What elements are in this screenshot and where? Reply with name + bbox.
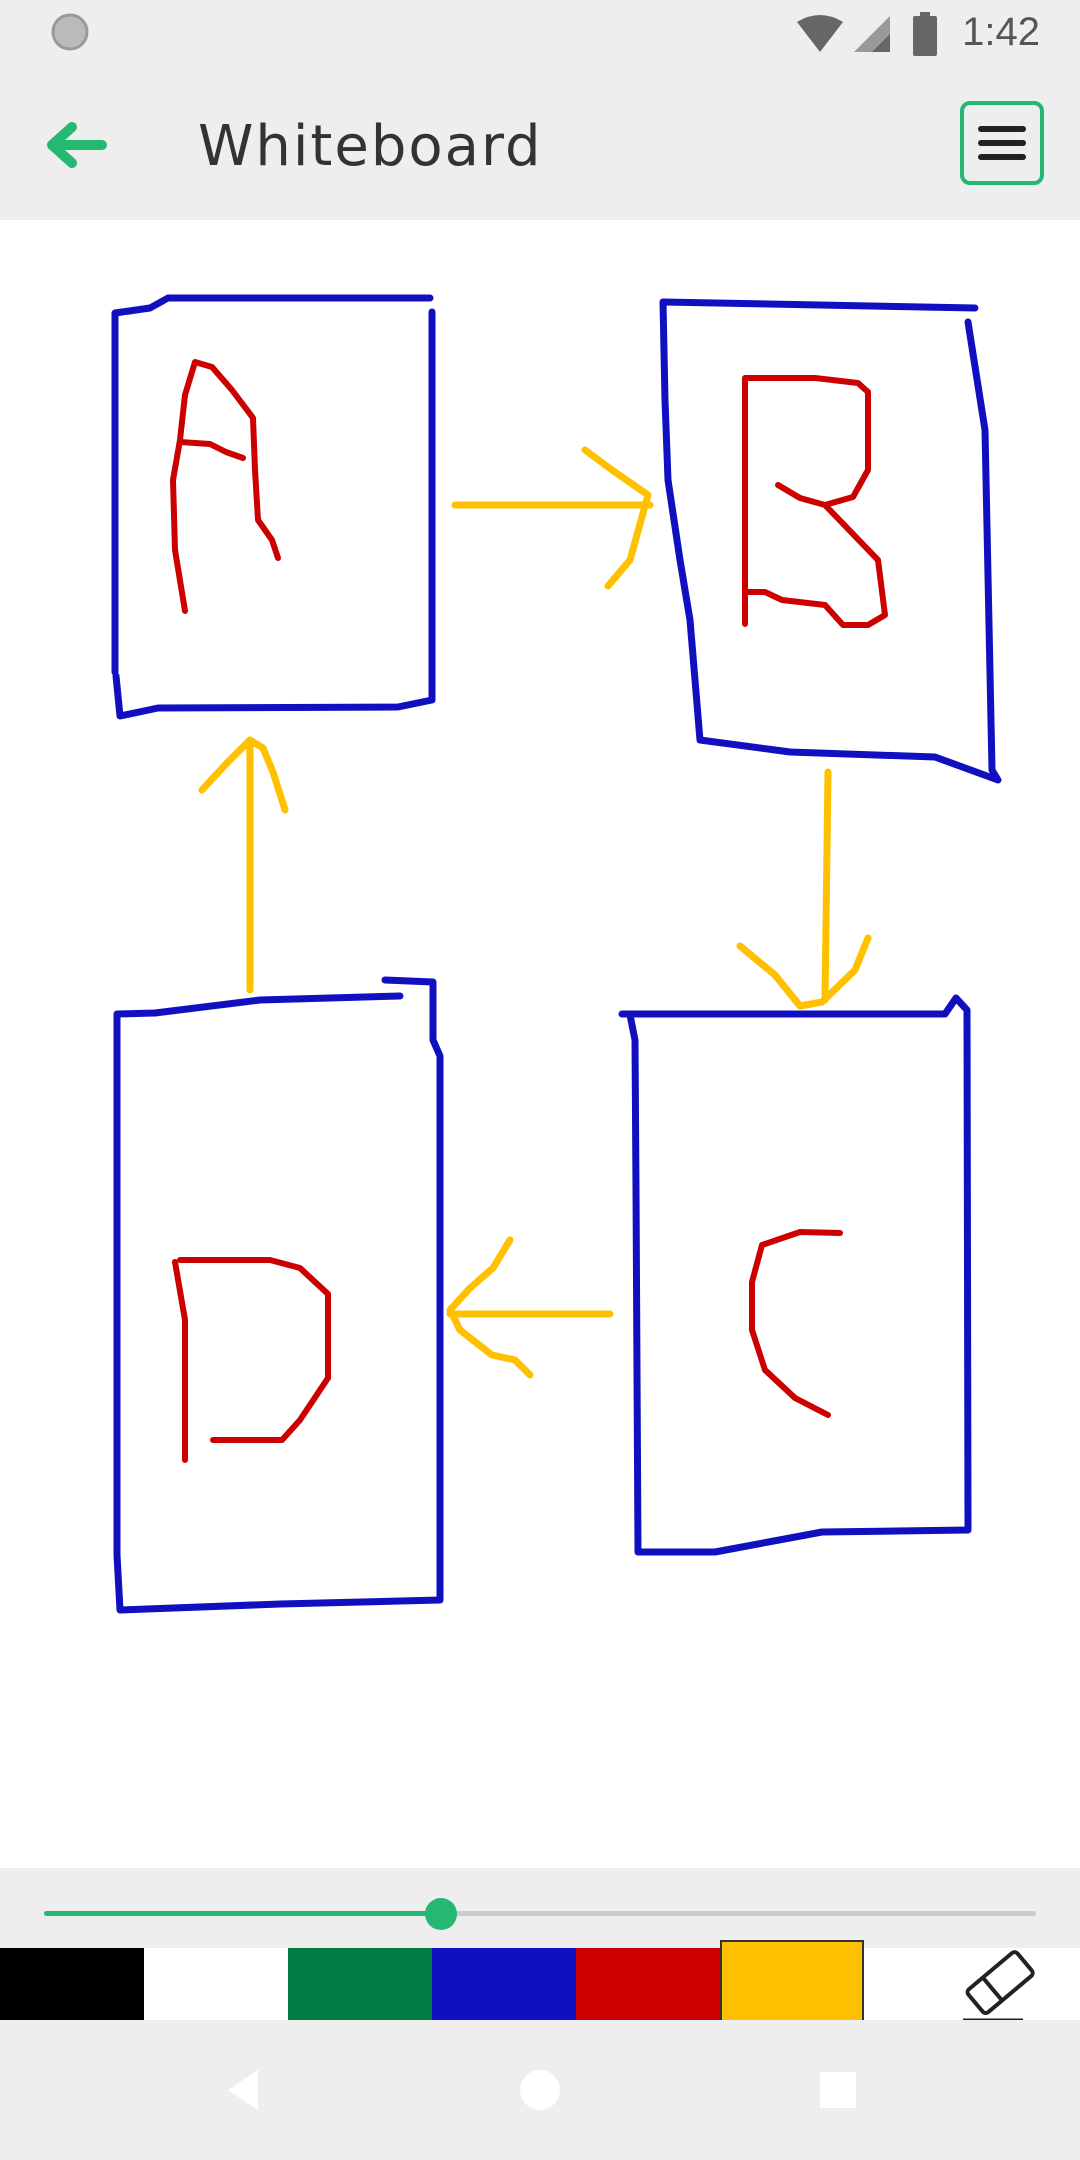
drawing-canvas[interactable]: [0, 220, 1080, 1868]
arrow-b-to-c: [736, 768, 872, 1010]
letter-b-middle: [775, 482, 828, 508]
back-arrow-icon[interactable]: [40, 115, 110, 175]
brush-size-slider[interactable]: [44, 1898, 1036, 1930]
swatch-yellow[interactable]: [720, 1940, 864, 2028]
letter-a-stroke: [170, 359, 281, 614]
canvas-drawing: [111, 294, 1002, 1614]
nav-back-icon[interactable]: [218, 2064, 270, 2116]
letter-a-crossbar: [177, 439, 246, 461]
menu-icon-line: [978, 154, 1026, 160]
swatch-blue[interactable]: [432, 1948, 576, 2020]
wifi-icon: [797, 15, 843, 52]
navigation-bar: [0, 2020, 1080, 2160]
arrow-c-to-d: [446, 1236, 614, 1379]
status-time: 1:42: [962, 10, 1040, 54]
nav-home-icon[interactable]: [514, 2064, 566, 2116]
letter-d-bowl: [177, 1257, 331, 1443]
slider-thumb[interactable]: [424, 1898, 457, 1930]
page-title: Whiteboard: [198, 114, 543, 179]
menu-icon-line: [978, 140, 1026, 146]
color-palette: [0, 1940, 1080, 2028]
drawing-toolbar: [0, 1868, 1080, 2028]
swatch-green[interactable]: [288, 1948, 432, 2020]
signal-icon: [854, 16, 890, 52]
notification-icon: [51, 13, 89, 51]
swatch-black[interactable]: [0, 1948, 144, 2020]
battery-icon: [913, 12, 937, 56]
nav-recents-icon[interactable]: [812, 2064, 864, 2116]
menu-icon: [978, 126, 1026, 132]
box-b-outline: [659, 298, 1002, 784]
status-bar: 1:42: [0, 0, 1080, 70]
eraser-icon: [963, 1950, 1035, 2022]
arrow-d-to-a: [198, 736, 289, 994]
box-d-outline: [113, 976, 444, 1614]
box-a-outline: [111, 294, 436, 720]
app-bar: Whiteboard: [0, 70, 1080, 220]
box-c-outline: [618, 994, 972, 1556]
swatch-red[interactable]: [576, 1948, 720, 2020]
slider-fill: [44, 1911, 441, 1916]
menu-button[interactable]: [960, 101, 1044, 185]
letter-d-stroke: [172, 1259, 188, 1463]
arrow-a-to-b: [451, 446, 654, 590]
eraser-button[interactable]: [920, 1948, 1080, 2022]
swatch-white[interactable]: [144, 1948, 288, 2020]
letter-c-stroke: [749, 1229, 843, 1418]
letter-b-stroke: [742, 375, 888, 628]
